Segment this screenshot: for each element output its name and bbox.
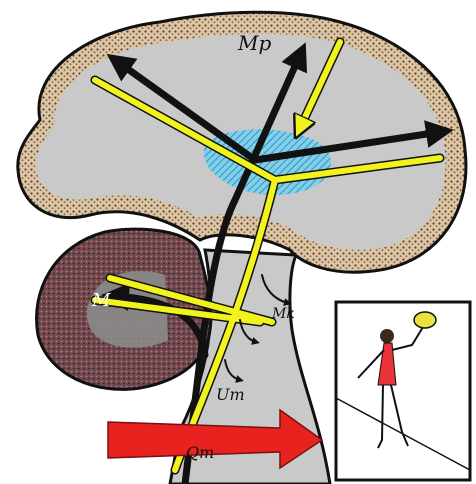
label-um: Um: [216, 385, 245, 404]
label-qm: Qm: [186, 443, 214, 462]
walker-head: [380, 329, 394, 343]
racket-icon: [414, 312, 436, 328]
inset-panel: [336, 302, 470, 480]
label-mp: Mp: [237, 31, 271, 55]
label-mk: Mk: [271, 306, 295, 322]
label-m: M: [91, 290, 111, 311]
